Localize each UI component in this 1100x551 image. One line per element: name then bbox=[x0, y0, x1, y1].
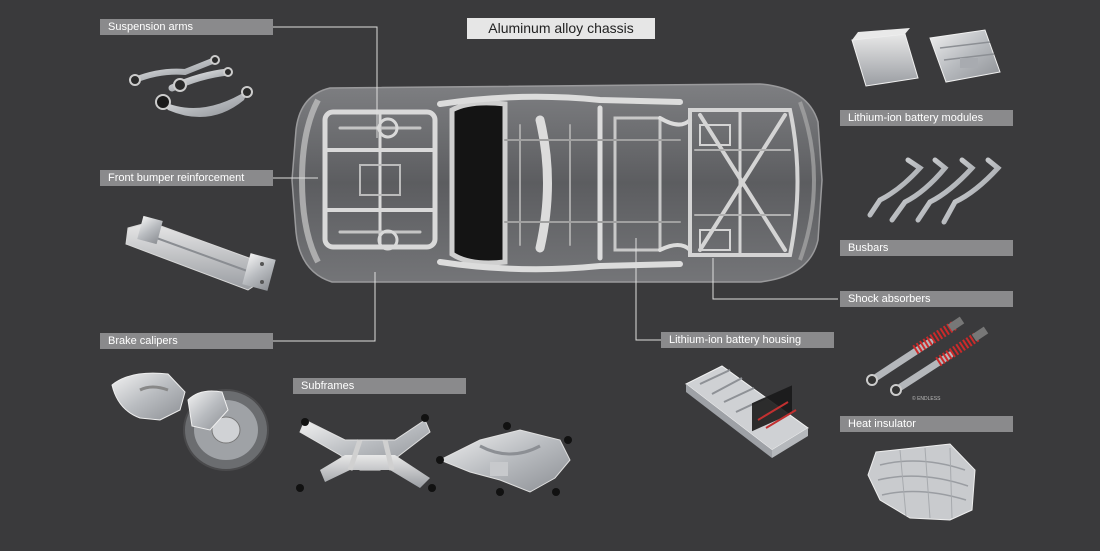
label-suspension-arms: Suspension arms bbox=[100, 19, 273, 35]
suspension-arms-image bbox=[129, 55, 253, 118]
label-lithium-ion-battery-modules: Lithium-ion battery modules bbox=[840, 110, 1013, 126]
windshield-panel bbox=[449, 100, 508, 266]
leader-lines bbox=[273, 26, 838, 342]
cabin-frame bbox=[437, 93, 692, 273]
rear-frame bbox=[688, 108, 800, 257]
label-lithium-ion-battery-housing: Lithium-ion battery housing bbox=[661, 332, 834, 348]
label-subframes: Subframes bbox=[293, 378, 466, 394]
label-busbars: Busbars bbox=[840, 240, 1013, 256]
bumper-reinforcement-image bbox=[125, 215, 276, 291]
battery-housing-image bbox=[685, 365, 809, 458]
battery-modules-image bbox=[851, 28, 1001, 87]
front-frame bbox=[322, 109, 438, 251]
heat-insulator-image bbox=[867, 443, 976, 521]
label-brake-calipers: Brake calipers bbox=[100, 333, 273, 349]
photo-credit: © ENDLESS bbox=[912, 396, 941, 402]
shock-absorbers-image bbox=[866, 316, 989, 396]
label-heat-insulator: Heat insulator bbox=[840, 416, 1013, 432]
subframes-image bbox=[296, 414, 572, 496]
brake-calipers-image bbox=[111, 372, 269, 471]
label-shock-absorbers: Shock absorbers bbox=[840, 291, 1013, 307]
busbars-image bbox=[867, 157, 1002, 225]
label-front-bumper-reinforcement: Front bumper reinforcement bbox=[100, 170, 273, 186]
diagram-title: Aluminum alloy chassis bbox=[467, 18, 655, 39]
